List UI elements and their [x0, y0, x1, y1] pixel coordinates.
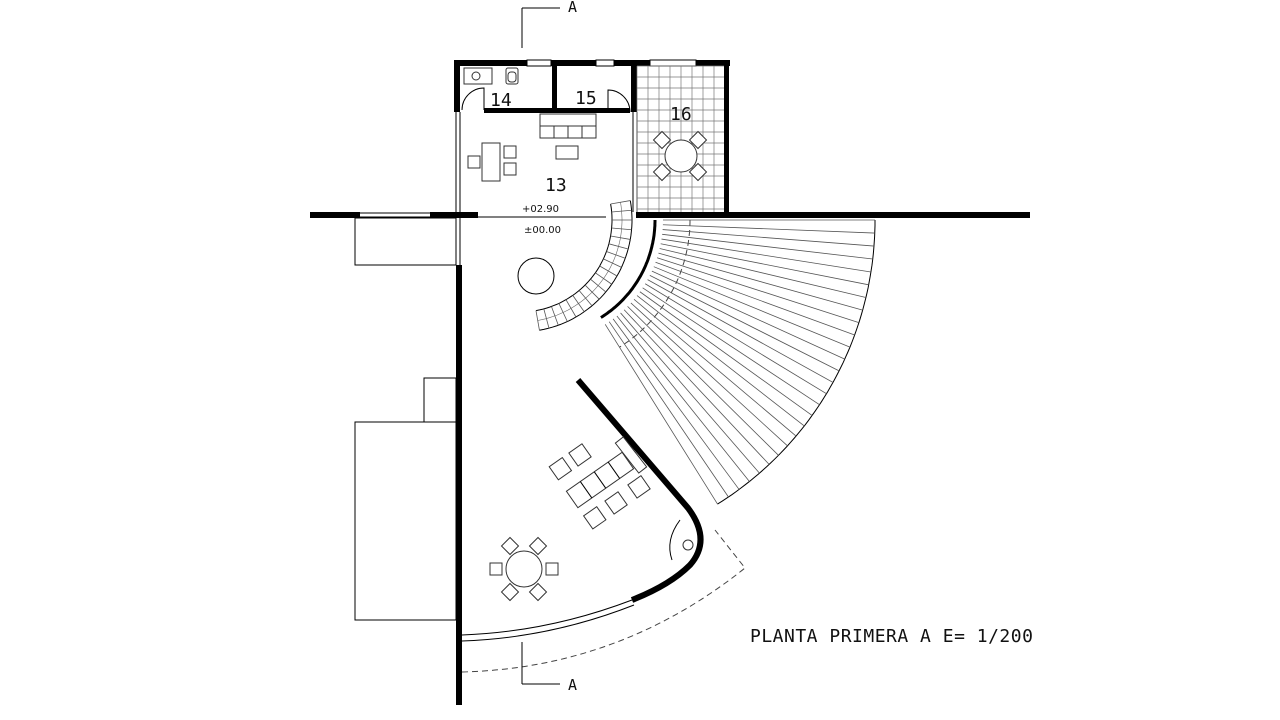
dining-table — [489, 536, 559, 602]
left-adjacent-buildings — [354, 217, 457, 621]
section-mark-top: A — [521, 0, 577, 48]
main-slab-line — [310, 212, 1030, 218]
room-label-15: 15 — [575, 88, 597, 109]
level-ground: ±00.00 — [524, 225, 561, 236]
round-column — [517, 257, 555, 295]
fan-ramp — [600, 219, 876, 505]
room-label-14: 14 — [490, 90, 512, 111]
section-mark-bottom: A — [521, 642, 577, 694]
level-upper: +02.90 — [522, 204, 559, 215]
spiral-stair — [535, 200, 633, 331]
room-label-13: 13 — [545, 175, 567, 196]
room-13-furniture — [467, 113, 597, 182]
room-label-16: 16 — [670, 104, 692, 125]
drawing-title: PLANTA PRIMERA A E= 1/200 — [750, 626, 1033, 647]
living-furniture — [548, 436, 651, 530]
room-16-table — [652, 130, 708, 182]
terrace-16 — [636, 65, 724, 212]
section-label-top: A — [568, 0, 577, 16]
lower-walls — [456, 265, 746, 705]
section-label-bottom: A — [568, 676, 577, 694]
